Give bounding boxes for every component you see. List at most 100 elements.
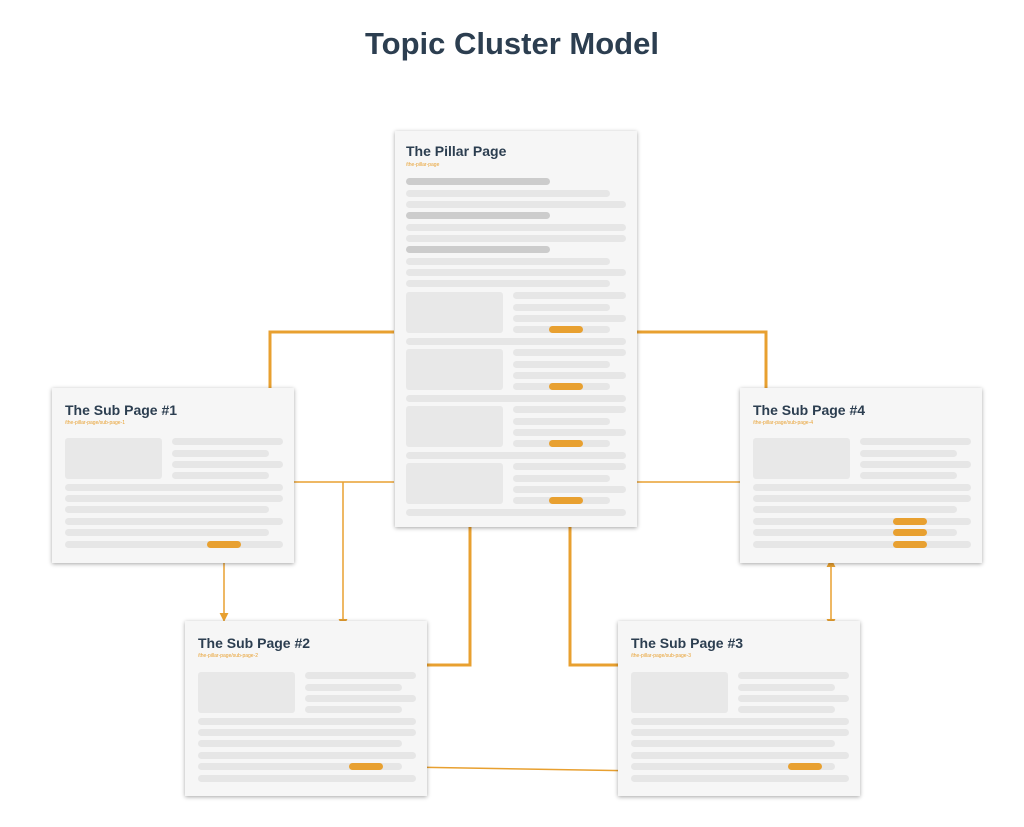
sub-page-4-url: /the-pillar-page/sub-page-4 bbox=[753, 420, 814, 426]
text-bar bbox=[406, 269, 626, 276]
text-bar bbox=[198, 752, 416, 759]
text-bar bbox=[513, 475, 610, 482]
link-button[interactable] bbox=[349, 763, 383, 770]
text-bar bbox=[513, 315, 626, 322]
text-bar bbox=[172, 450, 269, 457]
thumbnail bbox=[406, 292, 503, 333]
text-bar bbox=[65, 495, 283, 502]
text-bar bbox=[513, 372, 626, 379]
text-bar bbox=[631, 775, 849, 782]
diagram-title: Topic Cluster Model bbox=[365, 26, 659, 61]
text-bar bbox=[65, 506, 269, 513]
link-button[interactable] bbox=[893, 541, 927, 548]
text-bar bbox=[406, 509, 626, 516]
text-bar bbox=[738, 684, 835, 691]
text-bar bbox=[513, 406, 626, 413]
heading-bar bbox=[406, 178, 550, 185]
text-bar bbox=[198, 775, 416, 782]
link-button[interactable] bbox=[549, 326, 583, 333]
thumbnail bbox=[198, 672, 295, 713]
text-bar bbox=[513, 429, 626, 436]
text-bar bbox=[172, 472, 269, 479]
text-bar bbox=[406, 395, 626, 402]
text-bar bbox=[65, 529, 269, 536]
text-bar bbox=[198, 718, 416, 725]
link-button[interactable] bbox=[893, 529, 927, 536]
sub-page-1-card: The Sub Page #1 /the-pillar-page/sub-pag… bbox=[52, 388, 294, 563]
thumbnail bbox=[65, 438, 162, 479]
pillar-page-title: The Pillar Page bbox=[406, 143, 507, 159]
text-bar bbox=[631, 752, 849, 759]
text-bar bbox=[406, 258, 610, 265]
thumbnail bbox=[631, 672, 728, 713]
text-bar bbox=[305, 672, 416, 679]
sub-page-2-url: /the-pillar-page/sub-page-2 bbox=[198, 653, 259, 659]
text-bar bbox=[198, 740, 402, 747]
text-bar bbox=[753, 484, 971, 491]
sub-page-3-card: The Sub Page #3 /the-pillar-page/sub-pag… bbox=[618, 621, 860, 796]
link-pillar-sub2 bbox=[427, 527, 472, 667]
text-bar bbox=[738, 672, 849, 679]
text-bar bbox=[631, 740, 835, 747]
link-button[interactable] bbox=[893, 518, 927, 525]
text-bar bbox=[65, 518, 283, 525]
text-bar bbox=[305, 695, 416, 702]
text-bar bbox=[406, 201, 626, 208]
arrow-sub2-to-sub3 bbox=[405, 766, 647, 776]
text-bar bbox=[631, 718, 849, 725]
sub-page-4-title: The Sub Page #4 bbox=[753, 402, 866, 418]
text-bar bbox=[406, 280, 610, 287]
text-bar bbox=[513, 361, 610, 368]
text-bar bbox=[860, 472, 957, 479]
sub-page-1-title: The Sub Page #1 bbox=[65, 402, 178, 418]
text-bar bbox=[513, 418, 610, 425]
link-pillar-sub3 bbox=[568, 527, 618, 667]
text-bar bbox=[513, 486, 626, 493]
text-bar bbox=[753, 518, 971, 525]
heading-bar bbox=[406, 246, 550, 253]
text-bar bbox=[753, 506, 957, 513]
text-bar bbox=[860, 450, 957, 457]
text-bar bbox=[631, 729, 849, 736]
sub-page-4-card: The Sub Page #4 /the-pillar-page/sub-pag… bbox=[740, 388, 982, 563]
text-bar bbox=[172, 461, 283, 468]
thumbnail bbox=[406, 406, 503, 447]
sub-page-3-url: /the-pillar-page/sub-page-3 bbox=[631, 653, 692, 659]
link-pillar-sub4 bbox=[637, 330, 768, 388]
link-pillar-sub1 bbox=[268, 330, 394, 388]
text-bar bbox=[172, 438, 283, 445]
text-bar bbox=[753, 529, 957, 536]
pillar-page-url: /the-pillar-page bbox=[406, 162, 440, 168]
text-bar bbox=[406, 224, 626, 231]
sub-page-2-card: The Sub Page #2 /the-pillar-page/sub-pag… bbox=[185, 621, 427, 796]
text-bar bbox=[753, 495, 971, 502]
text-bar bbox=[406, 452, 626, 459]
text-bar bbox=[753, 541, 971, 548]
text-bar bbox=[513, 463, 626, 470]
text-bar bbox=[860, 461, 971, 468]
text-bar bbox=[738, 706, 835, 713]
text-bar bbox=[65, 484, 283, 491]
text-bar bbox=[513, 304, 610, 311]
link-button[interactable] bbox=[207, 541, 241, 548]
link-button[interactable] bbox=[549, 497, 583, 504]
text-bar bbox=[305, 706, 402, 713]
pillar-page-card: The Pillar Page /the-pillar-page bbox=[395, 131, 637, 527]
text-bar bbox=[406, 190, 610, 197]
link-button[interactable] bbox=[549, 440, 583, 447]
text-bar bbox=[406, 235, 626, 242]
sub-page-1-url: /the-pillar-page/sub-page-1 bbox=[65, 420, 126, 426]
text-bar bbox=[513, 292, 626, 299]
sub-page-3-title: The Sub Page #3 bbox=[631, 635, 744, 651]
sub-page-2-title: The Sub Page #2 bbox=[198, 635, 311, 651]
text-bar bbox=[513, 349, 626, 356]
link-button[interactable] bbox=[549, 383, 583, 390]
text-bar bbox=[198, 729, 416, 736]
text-bar bbox=[198, 763, 402, 770]
thumbnail bbox=[753, 438, 850, 479]
text-bar bbox=[305, 684, 402, 691]
link-button[interactable] bbox=[788, 763, 822, 770]
thumbnail bbox=[406, 463, 503, 504]
text-bar bbox=[738, 695, 849, 702]
